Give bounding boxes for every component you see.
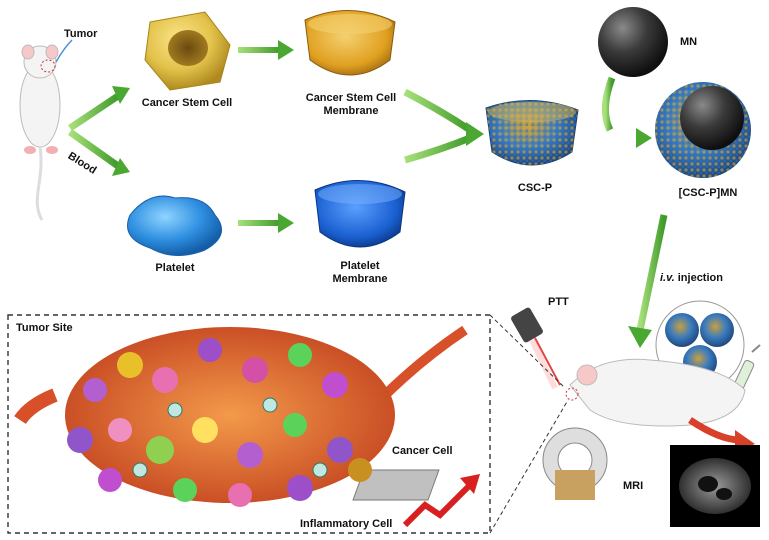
label-platelet: Platelet: [155, 262, 195, 274]
label-csc-membrane-line1: Cancer Stem Cell: [305, 92, 397, 104]
csc-p-graphic: [485, 100, 579, 166]
label-platelet-membrane-line1: Platelet: [340, 260, 380, 272]
inflammatory-arrow: [402, 474, 480, 528]
label-mn: MN: [680, 36, 698, 48]
merge-arrows: [403, 88, 484, 164]
tumor-mass-graphic: [14, 325, 468, 507]
label-csc-membrane: Cancer Stem Cell Membrane: [296, 92, 406, 118]
label-tumor-site: Tumor Site: [16, 322, 73, 334]
csc-p-mn-graphic: [655, 82, 751, 178]
label-csc-p: CSC-P: [517, 182, 553, 194]
label-ptt: PTT: [548, 296, 569, 308]
arrow-platelet-to-membrane: [238, 213, 294, 233]
arrow-csc-to-membrane: [238, 40, 294, 60]
label-tumor: Tumor: [64, 28, 98, 40]
mn-nanoparticle-graphic: [598, 7, 668, 77]
platelet-graphic: [127, 195, 223, 256]
csc-membrane-graphic: [304, 10, 396, 76]
injection-arrow: [628, 214, 668, 348]
label-injection-iv: i.v.: [660, 272, 675, 284]
label-csc-membrane-line2: Membrane: [323, 105, 379, 117]
label-injection: i.v. injection: [660, 272, 723, 285]
mri-machine-icon: [352, 427, 608, 501]
laser-device-icon: [511, 307, 561, 390]
mri-scan-image: [670, 445, 760, 527]
label-cancer-stem-cell: Cancer Stem Cell: [141, 97, 233, 109]
cancer-stem-cell-graphic: [144, 11, 231, 91]
label-injection-word: injection: [674, 272, 723, 284]
tumor-pointer-arrow: [55, 39, 73, 63]
label-csc-p-mn: [CSC-P]MN: [678, 187, 738, 199]
label-cancer-cell: Cancer Cell: [392, 445, 453, 457]
branch-arrows: [67, 86, 130, 176]
mouse-top-left: [19, 44, 61, 221]
platelet-membrane-graphic: [314, 180, 406, 248]
label-mri: MRI: [623, 480, 644, 492]
label-platelet-membrane-line2: Membrane: [332, 273, 388, 285]
arrow-mn-merge: [585, 76, 652, 148]
tumor-site-box: [7, 314, 569, 534]
label-platelet-membrane: Platelet Membrane: [315, 260, 405, 286]
label-inflammatory-cell: Inflammatory Cell: [300, 518, 393, 530]
